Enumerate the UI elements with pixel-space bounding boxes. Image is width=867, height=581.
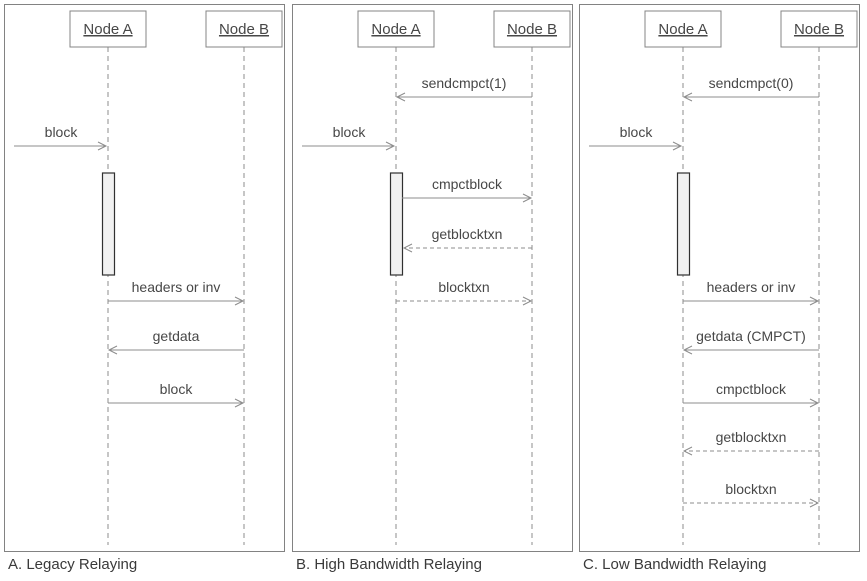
message-block-relay: block <box>108 381 245 408</box>
node-a-box <box>644 10 722 48</box>
node-a-label: Node A <box>371 21 420 38</box>
message-getdata-cmpct: getdata (CMPCT) <box>682 328 819 355</box>
arrow-head <box>682 345 693 355</box>
message-getdata: getdata <box>107 328 244 355</box>
caption-low-bandwidth-relaying: C. Low Bandwidth Relaying <box>583 556 767 573</box>
arrow-head <box>234 296 245 306</box>
message-headers-or-inv: headers or inv <box>108 279 245 306</box>
message-blocktxn: blocktxn <box>683 481 820 508</box>
panel-legacy-relaying: Node A Node B block headers or inv getda… <box>4 4 285 552</box>
node-b-box <box>493 10 571 48</box>
message-label: block <box>333 124 367 140</box>
message-block-in: block <box>302 124 396 151</box>
message-label: cmpctblock <box>716 381 787 397</box>
node-a-box <box>69 10 147 48</box>
activation-bar-node-a <box>676 172 691 276</box>
arrow-head <box>522 193 533 203</box>
message-sendcmpct-0: sendcmpct(0) <box>682 75 819 102</box>
arrow-head <box>809 398 820 408</box>
activation-bar-node-a <box>389 172 404 276</box>
activation-bar-node-a <box>101 172 116 276</box>
message-label: block <box>620 124 654 140</box>
node-a-label: Node A <box>83 21 132 38</box>
message-sendcmpct-1: sendcmpct(1) <box>395 75 532 102</box>
arrow-head <box>682 446 693 456</box>
message-label: getdata (CMPCT) <box>696 328 806 344</box>
message-blocktxn: blocktxn <box>396 279 533 306</box>
arrow-head <box>395 92 406 102</box>
arrow-head <box>385 141 396 151</box>
arrow-head <box>682 92 693 102</box>
message-block-in: block <box>14 124 108 151</box>
message-label: getdata <box>153 328 200 344</box>
node-a-box <box>357 10 435 48</box>
caption-legacy-relaying: A. Legacy Relaying <box>8 556 138 573</box>
message-label: sendcmpct(0) <box>709 75 794 91</box>
panel-low-bandwidth-canvas: Node A Node B sendcmpct(0) block headers… <box>589 10 858 545</box>
node-a-label: Node A <box>658 21 707 38</box>
message-label: block <box>160 381 194 397</box>
arrow-head <box>402 243 413 253</box>
message-label: headers or inv <box>707 279 796 295</box>
message-label: getblocktxn <box>716 429 787 445</box>
node-b-label: Node B <box>507 21 557 38</box>
message-label: headers or inv <box>132 279 221 295</box>
panel-legacy-canvas: Node A Node B block headers or inv getda… <box>14 10 283 545</box>
panel-high-bandwidth-canvas: Node A Node B sendcmpct(1) block cmpctbl… <box>302 10 571 545</box>
arrow-head <box>809 498 820 508</box>
node-b-label: Node B <box>219 21 269 38</box>
arrow-head <box>672 141 683 151</box>
arrow-head <box>234 398 245 408</box>
panel-high-bandwidth-relaying: Node A Node B sendcmpct(1) block cmpctbl… <box>292 4 573 552</box>
message-label: cmpctblock <box>432 176 503 192</box>
message-cmpctblock: cmpctblock <box>683 381 820 408</box>
arrow-head <box>809 296 820 306</box>
node-b-label: Node B <box>794 21 844 38</box>
message-label: sendcmpct(1) <box>422 75 507 91</box>
message-label: block <box>45 124 79 140</box>
node-b-box <box>780 10 858 48</box>
message-getblocktxn: getblocktxn <box>682 429 819 456</box>
arrow-head <box>97 141 108 151</box>
message-label: getblocktxn <box>432 226 503 242</box>
message-headers-or-inv: headers or inv <box>683 279 820 306</box>
node-b-box <box>205 10 283 48</box>
message-cmpctblock: cmpctblock <box>402 176 533 203</box>
message-block-in: block <box>589 124 683 151</box>
arrow-head <box>522 296 533 306</box>
arrow-head <box>107 345 118 355</box>
message-label: blocktxn <box>438 279 489 295</box>
message-getblocktxn: getblocktxn <box>402 226 532 253</box>
caption-high-bandwidth-relaying: B. High Bandwidth Relaying <box>296 556 482 573</box>
panel-low-bandwidth-relaying: Node A Node B sendcmpct(0) block headers… <box>579 4 860 552</box>
message-label: blocktxn <box>725 481 776 497</box>
